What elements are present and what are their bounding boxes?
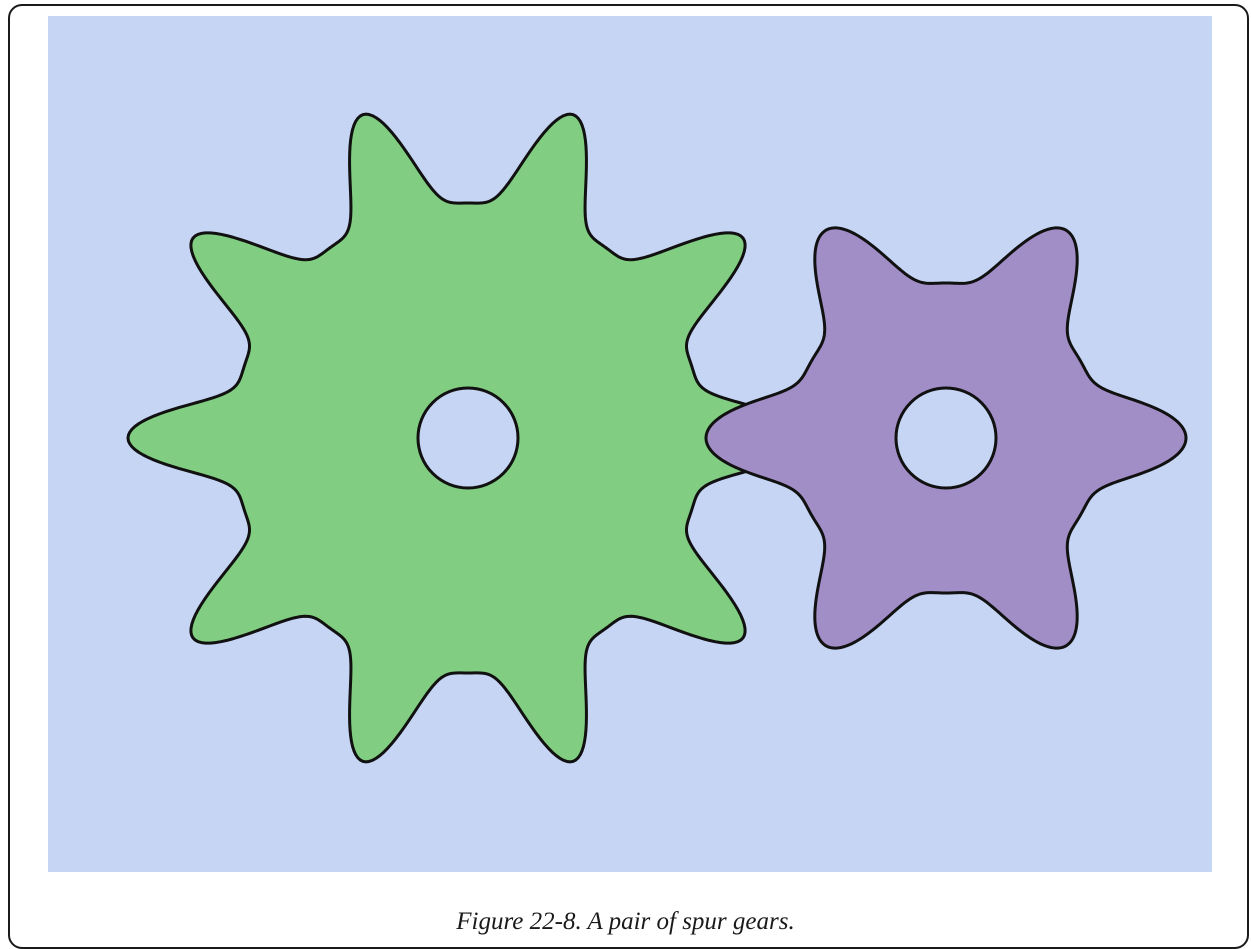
small-gear <box>704 226 1188 650</box>
large-gear <box>126 112 810 764</box>
figure-caption: Figure 22-8. A pair of spur gears. <box>456 908 795 935</box>
spur-gears-figure <box>48 16 1212 872</box>
gears-diagram <box>48 16 1212 872</box>
